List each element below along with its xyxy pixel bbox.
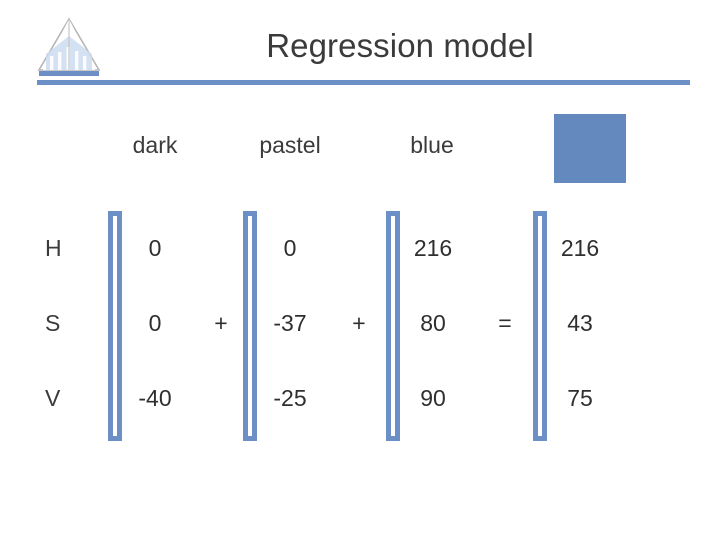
bracket-right-icon	[533, 211, 547, 441]
matrix-cell: 216	[413, 235, 453, 261]
matrix-cell: 216	[560, 235, 600, 261]
bracket-right-icon	[243, 211, 257, 441]
matrix-cell: 80	[420, 310, 446, 336]
operator-plus-2: +	[352, 310, 366, 336]
matrix-cell: 0	[283, 235, 297, 261]
presentation-building-logo	[33, 14, 105, 82]
row-label-v: V	[45, 385, 61, 411]
matrix-cell: -25	[273, 385, 307, 411]
column-headers: dark pastel blue	[0, 128, 720, 168]
blue-color-swatch	[554, 114, 626, 183]
regression-equation: H S V 0 0 -40 + 0 -37	[0, 205, 720, 443]
column-header-blue: blue	[410, 132, 454, 158]
matrix-cell: -40	[138, 385, 172, 411]
operator-plus-1: +	[214, 310, 228, 336]
column-header-pastel: pastel	[259, 132, 321, 158]
row-labels: H S V	[45, 205, 91, 443]
title-underline-rule	[37, 80, 690, 85]
matrix-cell: -37	[273, 310, 307, 336]
column-header-dark: dark	[132, 132, 178, 158]
matrix-cell: 0	[148, 235, 162, 261]
matrix-cell: 0	[148, 310, 162, 336]
matrix-blue-vector: 216 80 90	[386, 211, 480, 441]
matrix-cell: 43	[567, 310, 593, 336]
operator-equals: =	[498, 310, 512, 336]
bracket-right-icon	[108, 211, 122, 441]
matrix-dark-vector: 0 0 -40	[108, 211, 202, 441]
matrix-pastel-vector: 0 -37 -25	[243, 211, 337, 441]
page-title: Regression model	[266, 27, 534, 64]
matrix-cell: 90	[420, 385, 446, 411]
matrix-result-vector: 216 43 75	[533, 211, 627, 441]
matrix-cell: 75	[567, 385, 593, 411]
bracket-right-icon	[386, 211, 400, 441]
row-label-h: H	[45, 235, 62, 261]
row-label-s: S	[45, 310, 61, 336]
